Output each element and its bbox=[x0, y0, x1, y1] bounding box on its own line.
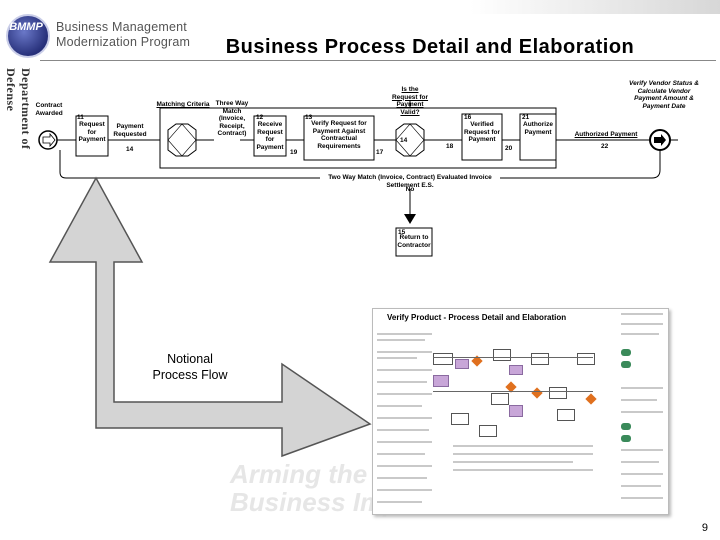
verify-request-label: Verify Request for Payment Against Contr… bbox=[311, 120, 367, 150]
task-receive-request bbox=[253, 115, 287, 157]
receive-request-label: Receive Request for Payment bbox=[256, 121, 284, 151]
step-number: 17 bbox=[376, 149, 384, 156]
three-way-match-label: Three Way Match (Invoice, Receipt, Contr… bbox=[215, 100, 249, 137]
matching-criteria-label: Matching Criteria bbox=[156, 101, 210, 108]
thumbnail-title: Verify Product - Process Detail and Elab… bbox=[387, 313, 567, 322]
bmmp-logo bbox=[6, 14, 50, 58]
task-return-contractor bbox=[395, 227, 433, 257]
task-authorize-payment bbox=[519, 113, 557, 161]
detail-thumbnail: Verify Product - Process Detail and Elab… bbox=[372, 308, 669, 515]
step-number: 21 bbox=[522, 114, 530, 121]
two-way-match-label: Two Way Match (Invoice, Contract) Evalua… bbox=[320, 174, 500, 189]
notional-flow-arrow bbox=[48, 176, 372, 458]
logo-text: BMMP bbox=[9, 21, 43, 33]
slide-title: Business Process Detail and Elaboration bbox=[225, 36, 635, 58]
no-label: No bbox=[405, 186, 415, 193]
payment-requested-label: Payment Requested bbox=[113, 123, 147, 138]
step-number: 14 bbox=[126, 146, 134, 153]
step-number: 15 bbox=[398, 229, 406, 236]
step-number: 19 bbox=[290, 149, 298, 156]
header-band bbox=[470, 0, 720, 14]
step-number: 18 bbox=[446, 143, 454, 150]
task-verified-request bbox=[461, 113, 503, 161]
verified-request-label: Verified Request for Payment bbox=[463, 121, 501, 143]
return-contractor-label: Return to Contractor bbox=[397, 234, 431, 249]
step-number: 22 bbox=[601, 143, 609, 150]
step-number: 13 bbox=[305, 114, 313, 121]
start-event-arrow bbox=[42, 132, 56, 148]
task-verify-request bbox=[303, 115, 375, 161]
step-number: 11 bbox=[77, 114, 84, 121]
request-valid-label: Is the Request for Payment Valid? bbox=[391, 86, 429, 116]
end-event-arrow bbox=[654, 134, 666, 146]
org-name-line1: Business Management bbox=[56, 20, 187, 34]
org-name-line2: Modernization Program bbox=[56, 35, 191, 49]
verify-vendor-label: Verify Vendor Status & Calculate Vendor … bbox=[629, 80, 699, 110]
dod-side-label: Department of Defense bbox=[3, 68, 33, 188]
gateway-matching bbox=[167, 123, 197, 157]
authorized-payment-label: Authorized Payment bbox=[574, 131, 638, 138]
page-number: 9 bbox=[701, 522, 708, 534]
step-number: 12 bbox=[256, 114, 264, 121]
task-request-payment bbox=[75, 115, 109, 157]
step-number: 16 bbox=[464, 114, 472, 121]
step-number: 20 bbox=[505, 145, 513, 152]
start-event-label: Contract Awarded bbox=[35, 102, 63, 117]
notional-process-flow-label: Notional Process Flow bbox=[152, 352, 228, 382]
header-divider bbox=[40, 60, 716, 61]
authorize-payment-label: Authorize Payment bbox=[523, 121, 553, 136]
step-number: 14 bbox=[400, 137, 408, 144]
dod-side-text: Department of Defense bbox=[4, 68, 33, 150]
request-payment-label: Request for Payment bbox=[78, 121, 106, 143]
